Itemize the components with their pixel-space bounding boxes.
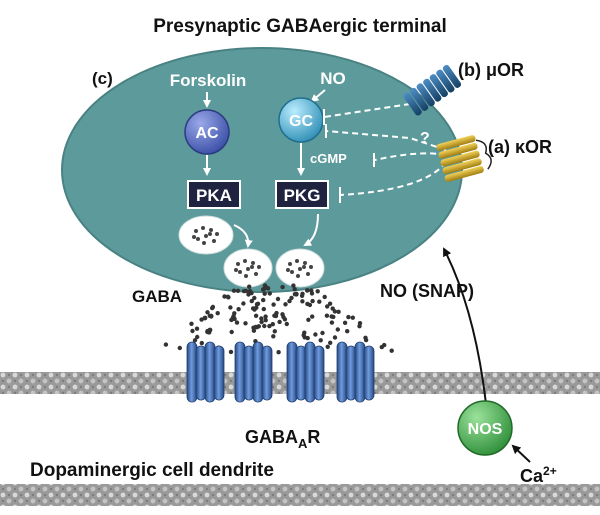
title: Presynaptic GABAergic terminal	[153, 16, 447, 37]
cgmp-label: cGMP	[310, 151, 347, 166]
ca-label: Ca2+	[520, 464, 557, 486]
pka-label: PKA	[196, 186, 232, 205]
gabaa-receptor	[286, 341, 325, 403]
question-mark: ?	[420, 130, 430, 147]
arrow-pka-release	[233, 224, 253, 248]
kappa-opioid-receptor-icon	[436, 135, 492, 182]
kappa-to-gc-inhibition	[325, 130, 447, 151]
nos-circle	[457, 400, 513, 456]
ac-circle	[184, 109, 230, 155]
pkg-label: PKG	[284, 186, 321, 205]
gabaa-receptor-icon	[186, 341, 375, 403]
gc-label: GC	[289, 113, 313, 130]
ac-label: AC	[195, 125, 219, 142]
pka-box	[187, 180, 241, 209]
gaba-label: GABA	[132, 287, 182, 306]
gabaa-receptor	[336, 341, 375, 403]
arrow-no-gc	[310, 89, 326, 103]
kappa-or-label: (a) κOR	[488, 137, 552, 157]
no-snap-label: NO (SNAP)	[380, 281, 474, 301]
arrow-pkg-release	[303, 213, 319, 246]
gaba-molecules	[163, 283, 394, 356]
arrow-ca-nos	[511, 444, 531, 463]
gabaa-receptor	[234, 341, 273, 403]
pkg-box	[275, 180, 329, 209]
arrow-nos-to-terminal	[443, 247, 487, 405]
vesicle-gaba-dots	[192, 226, 313, 278]
bottom-membrane	[0, 484, 600, 506]
forskolin-label: Forskolin	[170, 71, 247, 90]
dendrite-label: Dopaminergic cell dendrite	[30, 460, 274, 481]
gabaar-label: GABAAR	[245, 427, 320, 451]
panel-c-label: (c)	[92, 69, 113, 88]
no-label-top: NO	[320, 69, 346, 88]
nos-label: NOS	[468, 421, 503, 438]
gabaa-receptor	[186, 341, 225, 403]
mu-opioid-receptor-icon	[403, 64, 462, 116]
mu-to-gc-inhibition	[323, 103, 411, 118]
kappa-to-pkg-inhibition	[339, 161, 447, 196]
mu-or-label: (b) μOR	[458, 60, 524, 80]
presynaptic-terminal	[61, 47, 463, 293]
